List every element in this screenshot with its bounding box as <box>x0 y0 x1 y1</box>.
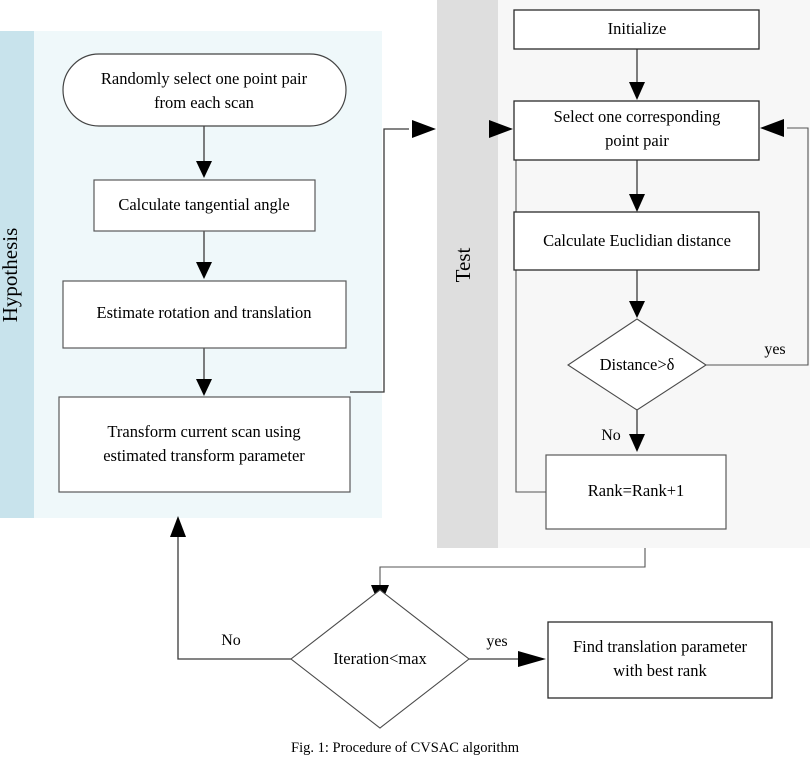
node-calc-tangential[interactable]: Calculate tangential angle <box>93 179 316 232</box>
node-find-translation-line2: with best rank <box>613 661 707 680</box>
edge-label-iteration-yes: yes <box>486 633 507 650</box>
node-select-pair-line1: Select one corresponding <box>554 107 721 126</box>
node-transform-scan-line1: Transform current scan using <box>107 422 300 441</box>
hypothesis-band-label: Hypothesis <box>0 228 22 323</box>
node-find-translation[interactable]: Find translation parameter with best ran… <box>547 621 773 699</box>
connector-test-to-iteration <box>371 548 646 607</box>
node-distance-check-label: Distance>δ <box>600 355 675 374</box>
node-initialize[interactable]: Initialize <box>513 9 760 50</box>
connector-estimate-to-transform <box>196 348 212 396</box>
node-select-pair-line2: point pair <box>605 131 669 150</box>
edge-label-distance-yes: yes <box>764 341 785 358</box>
node-calc-tangential-label: Calculate tangential angle <box>118 195 289 214</box>
node-random-select[interactable]: Randomly select one point pair from each… <box>62 53 347 127</box>
figure-caption: Fig. 1: Procedure of CVSAC algorithm <box>291 740 520 756</box>
node-iteration-check[interactable]: Iteration<max <box>290 589 470 729</box>
connector-iteration-no-loop <box>170 516 291 660</box>
node-initialize-label: Initialize <box>608 19 667 38</box>
node-rank-increment-label: Rank=Rank+1 <box>588 481 685 500</box>
node-rank-increment[interactable]: Rank=Rank+1 <box>545 454 727 530</box>
node-distance-check[interactable]: Distance>δ <box>567 318 707 411</box>
connector-iteration-yes <box>469 651 546 667</box>
connector-euclidian-to-distance <box>629 270 645 318</box>
node-calc-euclidian-label: Calculate Euclidian distance <box>543 231 731 250</box>
node-select-pair[interactable]: Select one corresponding point pair <box>513 100 760 161</box>
node-transform-scan[interactable]: Transform current scan using estimated t… <box>58 396 351 493</box>
node-transform-scan-line2: estimated transform parameter <box>103 446 305 465</box>
node-find-translation-line1: Find translation parameter <box>573 637 748 656</box>
connector-calc-to-estimate <box>196 231 212 279</box>
connector-distance-yes-loop <box>706 119 809 366</box>
connector-distance-no-to-rank <box>629 410 645 452</box>
node-calc-euclidian[interactable]: Calculate Euclidian distance <box>513 211 760 271</box>
node-random-select-line1: Randomly select one point pair <box>101 69 308 88</box>
connector-transform-to-test <box>350 120 436 393</box>
connector-into-select-pair <box>489 120 513 138</box>
node-estimate-rotation[interactable]: Estimate rotation and translation <box>62 280 347 349</box>
hypothesis-stripe <box>0 31 34 518</box>
connector-random-to-calc <box>196 126 212 178</box>
edge-label-distance-no: No <box>601 427 621 444</box>
node-random-select-line2: from each scan <box>154 93 254 112</box>
node-estimate-rotation-label: Estimate rotation and translation <box>97 303 312 322</box>
test-stripe <box>437 0 498 548</box>
connector-select-to-euclidian <box>629 160 645 212</box>
test-band-label: Test <box>451 247 475 282</box>
node-iteration-check-label: Iteration<max <box>333 649 427 668</box>
edge-label-iteration-no: No <box>221 632 241 649</box>
connector-initialize-to-select <box>629 49 645 100</box>
